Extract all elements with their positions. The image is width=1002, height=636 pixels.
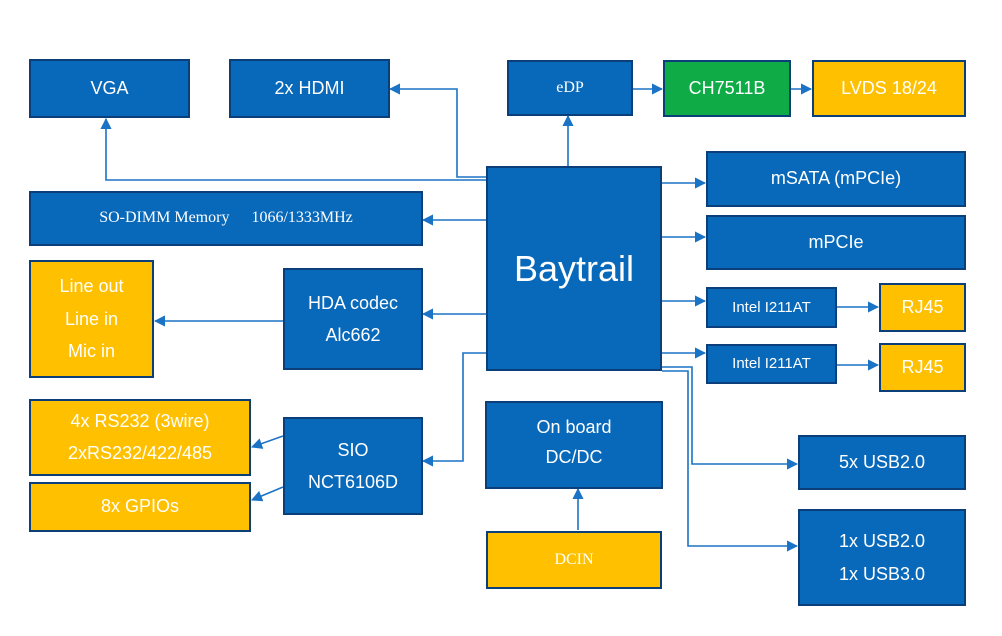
serial-block: 4x RS232 (3wire) 2xRS232/422/485 bbox=[29, 399, 251, 476]
dcdc-line1: On board bbox=[536, 417, 612, 437]
msata-block: mSATA (mPCIe) bbox=[706, 151, 966, 207]
lan1-label: Intel I211AT bbox=[732, 298, 811, 316]
dcdc-line2: DC/DC bbox=[545, 446, 603, 467]
memory-label: SO-DIMM Memory bbox=[99, 209, 230, 227]
memory-block: SO-DIMM Memory 1066/1333MHz bbox=[29, 191, 423, 246]
wire-sio-gpio bbox=[250, 486, 284, 502]
wire-cpu-usb-combo bbox=[662, 370, 799, 552]
mpcie-block: mPCIe bbox=[706, 215, 966, 270]
lan1-block: Intel I211AT bbox=[706, 287, 837, 328]
vga-label: VGA bbox=[90, 77, 129, 98]
usb-combo-line2: 1x USB3.0 bbox=[838, 563, 926, 584]
wire-sio-serial bbox=[250, 435, 284, 449]
ch7511b-label: CH7511B bbox=[688, 77, 766, 98]
dcin-label: DCIN bbox=[554, 550, 594, 568]
edp-label: eDP bbox=[556, 78, 584, 96]
wire-cpu-vga bbox=[100, 117, 487, 181]
usb-combo-block: 1x USB2.0 1x USB3.0 bbox=[798, 509, 966, 606]
audio-mic-in: Mic in bbox=[67, 341, 115, 362]
lan2-block: Intel I211AT bbox=[706, 344, 837, 384]
memory-speed: 1066/1333MHz bbox=[251, 209, 353, 227]
cpu-label: Baytrail bbox=[513, 247, 635, 289]
dcin-block: DCIN bbox=[486, 531, 662, 589]
wire-cpu-hdmi bbox=[388, 83, 487, 178]
audio-block: Line out Line in Mic in bbox=[29, 260, 154, 378]
lan2-label: Intel I211AT bbox=[732, 355, 811, 373]
audio-line-out: Line out bbox=[59, 276, 124, 297]
sio-block: SIO NCT6106D bbox=[283, 417, 423, 515]
dcdc-block: On board DC/DC bbox=[485, 401, 663, 489]
hda-codec-block: HDA codec Alc662 bbox=[283, 268, 423, 370]
sio-label: SIO bbox=[337, 439, 369, 460]
gpio-label: 8x GPIOs bbox=[100, 496, 180, 517]
usb2-label: 5x USB2.0 bbox=[838, 451, 926, 472]
gpio-block: 8x GPIOs bbox=[29, 482, 251, 532]
msata-label: mSATA (mPCIe) bbox=[770, 168, 902, 189]
rj45-2-label: RJ45 bbox=[901, 356, 944, 377]
rj45-2-block: RJ45 bbox=[879, 343, 966, 392]
rj45-1-label: RJ45 bbox=[901, 296, 944, 317]
usb-combo-line1: 1x USB2.0 bbox=[838, 531, 926, 552]
cpu-block: Baytrail bbox=[486, 166, 662, 371]
ch7511b-block: CH7511B bbox=[663, 60, 791, 117]
wire-cpu-usb2 bbox=[662, 366, 799, 470]
serial-line1: 4x RS232 (3wire) bbox=[70, 411, 210, 431]
vga-block: VGA bbox=[29, 59, 190, 118]
rj45-1-block: RJ45 bbox=[879, 283, 966, 332]
lvds-block: LVDS 18/24 bbox=[812, 60, 966, 117]
lvds-label: LVDS 18/24 bbox=[841, 77, 937, 98]
hda-chip: Alc662 bbox=[325, 325, 381, 345]
edp-block: eDP bbox=[507, 60, 633, 116]
serial-line2: 2xRS232/422/485 bbox=[67, 442, 213, 463]
hda-label: HDA codec bbox=[307, 292, 399, 313]
hdmi-label: 2x HDMI bbox=[274, 77, 345, 98]
wire-cpu-sio bbox=[421, 352, 487, 467]
audio-line-in: Line in bbox=[64, 308, 119, 329]
sio-chip: NCT6106D bbox=[307, 472, 399, 492]
hdmi-block: 2x HDMI bbox=[229, 59, 390, 118]
usb2-block: 5x USB2.0 bbox=[798, 435, 966, 490]
mpcie-label: mPCIe bbox=[808, 231, 864, 252]
